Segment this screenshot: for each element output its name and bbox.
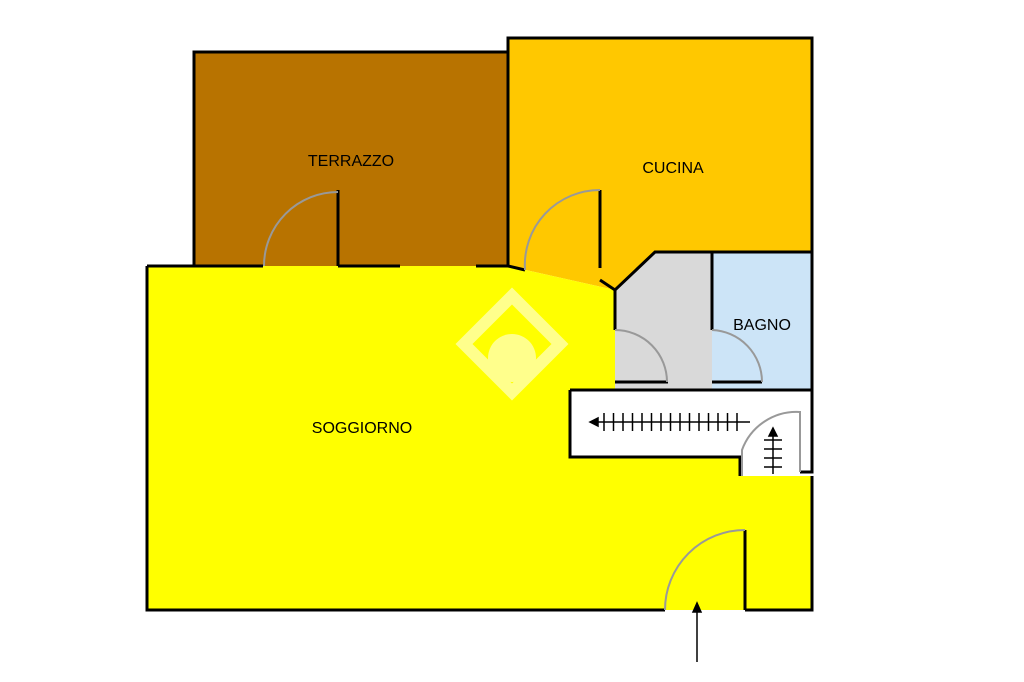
door-terrazzo-swing (263, 191, 339, 267)
stair-arrow-icon (588, 413, 750, 431)
room-soggiorno (147, 266, 812, 610)
door-entrance-swing (664, 529, 746, 611)
door-bagno-swing (711, 329, 763, 383)
door-disimpegno-swing (614, 329, 668, 383)
stair-block (570, 390, 812, 476)
label-terrazzo: TERRAZZO (308, 153, 394, 170)
door-stair-swing (741, 410, 801, 476)
room-cucina (508, 38, 812, 290)
house-logo-watermark-icon (455, 287, 569, 401)
room-terrazzo (194, 52, 508, 266)
room-disimpegno (615, 252, 712, 390)
entrance-arrow-icon (691, 601, 703, 662)
walls (145, 36, 814, 612)
label-soggiorno: SOGGIORNO (312, 420, 412, 437)
door-swings (263, 188, 801, 611)
room-bagno (712, 252, 812, 390)
stair-up-arrow-icon (764, 426, 782, 474)
label-cucina: CUCINA (642, 160, 704, 177)
door-cucina-swing (523, 188, 601, 271)
label-bagno: BAGNO (733, 317, 791, 334)
